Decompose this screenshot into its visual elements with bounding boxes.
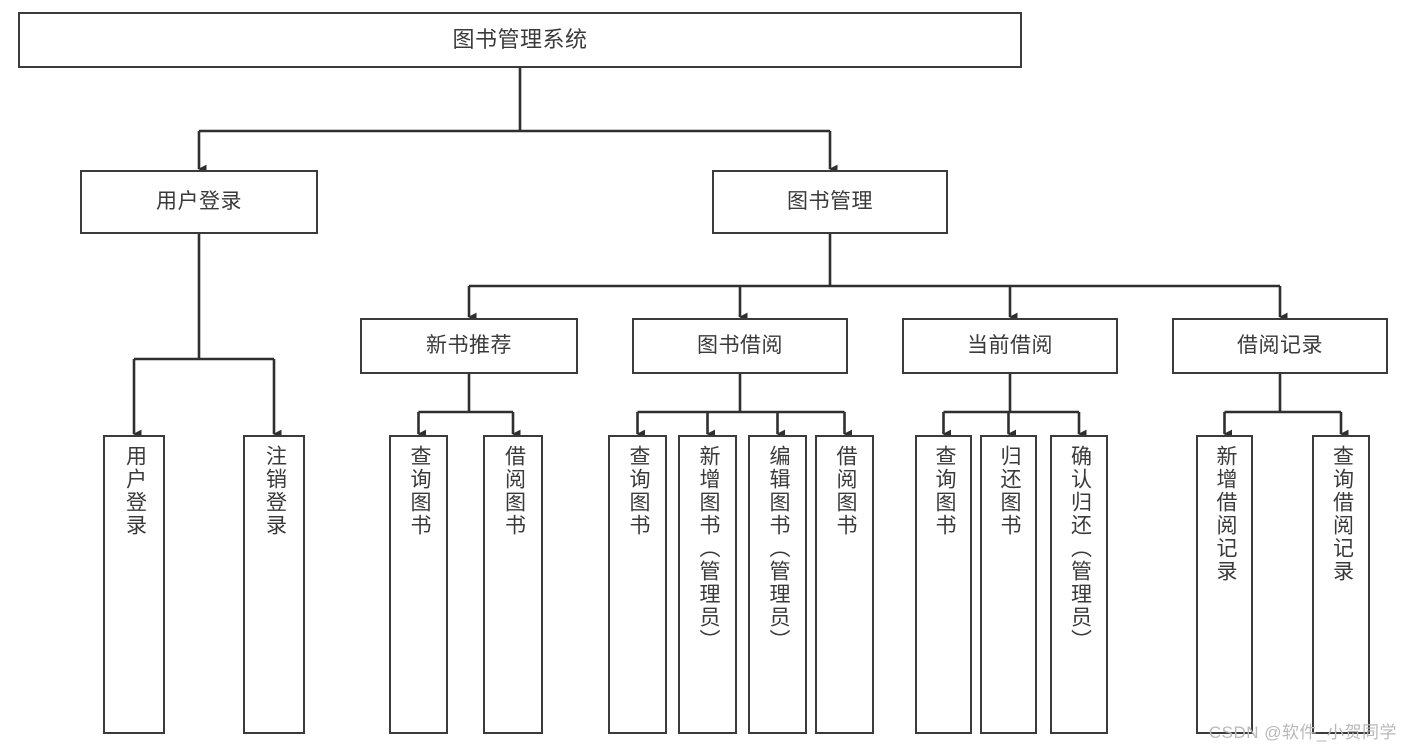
node-user-login[interactable]: 用户登录: [80, 170, 318, 234]
node-leaf-borrow-book-2-label: 借阅图书: [833, 445, 857, 537]
node-new-book-recommend-label: 新书推荐: [426, 334, 512, 358]
node-leaf-user-login[interactable]: 用户登录: [103, 435, 165, 734]
node-leaf-query-book-3[interactable]: 查询图书: [915, 435, 972, 734]
node-leaf-query-book-1-label: 查询图书: [407, 445, 431, 537]
node-leaf-logout-label: 注销登录: [263, 445, 287, 537]
node-leaf-add-book-label: 新增图书（管理员）: [696, 445, 720, 652]
node-new-book-recommend[interactable]: 新书推荐: [360, 318, 578, 374]
node-leaf-query-book-3-label: 查询图书: [932, 445, 956, 537]
node-leaf-logout[interactable]: 注销登录: [243, 435, 305, 734]
node-book-borrow[interactable]: 图书借阅: [632, 318, 848, 374]
node-borrow-record[interactable]: 借阅记录: [1172, 318, 1388, 374]
node-leaf-query-book-2-label: 查询图书: [626, 445, 650, 537]
node-borrow-record-label: 借阅记录: [1237, 334, 1323, 358]
node-book-manage[interactable]: 图书管理: [712, 170, 948, 234]
node-leaf-edit-book[interactable]: 编辑图书（管理员）: [748, 435, 807, 734]
node-leaf-borrow-book-1-label: 借阅图书: [502, 445, 526, 537]
node-leaf-confirm-return[interactable]: 确认归还（管理员）: [1050, 435, 1108, 734]
node-leaf-query-book-1[interactable]: 查询图书: [389, 435, 448, 734]
node-leaf-query-record[interactable]: 查询借阅记录: [1312, 435, 1370, 734]
node-current-borrow-label: 当前借阅: [967, 334, 1053, 358]
node-leaf-return-book[interactable]: 归还图书: [980, 435, 1037, 734]
node-leaf-add-book[interactable]: 新增图书（管理员）: [678, 435, 737, 734]
node-leaf-return-book-label: 归还图书: [997, 445, 1021, 537]
node-root-label: 图书管理系统: [452, 26, 588, 52]
node-leaf-edit-book-label: 编辑图书（管理员）: [766, 445, 790, 652]
node-user-login-label: 用户登录: [156, 190, 242, 214]
node-leaf-confirm-return-label: 确认归还（管理员）: [1068, 445, 1092, 652]
node-current-borrow[interactable]: 当前借阅: [902, 318, 1118, 374]
node-book-borrow-label: 图书借阅: [697, 334, 783, 358]
node-leaf-borrow-book-2[interactable]: 借阅图书: [815, 435, 874, 734]
node-leaf-query-record-label: 查询借阅记录: [1330, 445, 1354, 583]
node-leaf-borrow-book-1[interactable]: 借阅图书: [483, 435, 543, 734]
node-leaf-add-record-label: 新增借阅记录: [1213, 445, 1237, 583]
node-root[interactable]: 图书管理系统: [18, 12, 1022, 68]
watermark: CSDN @软件_小贺同学: [1208, 723, 1397, 742]
node-leaf-user-login-label: 用户登录: [123, 445, 147, 537]
node-book-manage-label: 图书管理: [787, 190, 873, 214]
node-leaf-add-record[interactable]: 新增借阅记录: [1196, 435, 1253, 734]
node-leaf-query-book-2[interactable]: 查询图书: [608, 435, 667, 734]
